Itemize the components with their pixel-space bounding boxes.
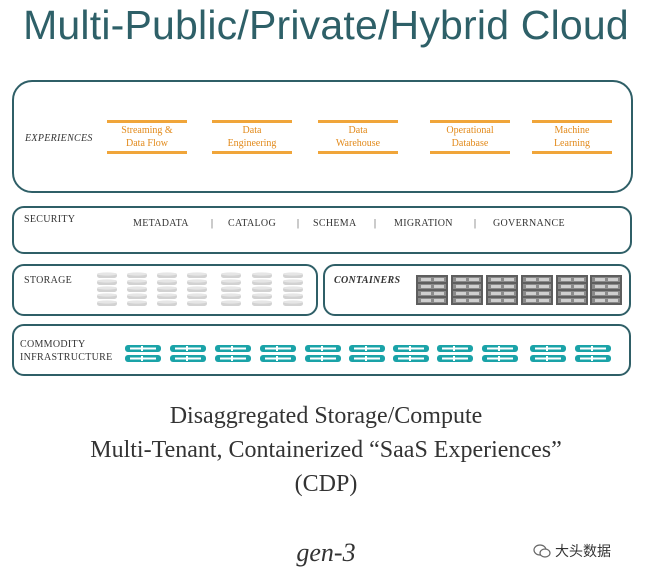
network-card-icon — [575, 345, 611, 362]
network-card-icon — [393, 345, 429, 362]
security-label: SECURITY — [24, 214, 76, 225]
separator: | — [297, 218, 300, 229]
commodity-label-line1: COMMODITY — [20, 339, 86, 350]
security-item: METADATA — [133, 218, 189, 229]
experience-bar-bottom — [107, 151, 187, 154]
disk-stack-icon — [283, 272, 303, 306]
network-card-icon — [305, 345, 341, 362]
commodity-label-line2: INFRASTRUCTURE — [20, 352, 113, 363]
disk-stack-icon — [252, 272, 272, 306]
experience-label: Streaming &Data Flow — [121, 125, 173, 149]
caption-line-1: Disaggregated Storage/Compute — [169, 403, 483, 429]
network-card-icon — [482, 345, 518, 362]
security-item: MIGRATION — [394, 218, 453, 229]
watermark: 大头数据 — [533, 541, 611, 561]
security-layer — [12, 206, 632, 254]
containers-label: CONTAINERS — [334, 275, 401, 286]
disk-stack-icon — [187, 272, 207, 306]
experience-bar-top — [107, 120, 187, 123]
experience-bar-top — [430, 120, 510, 123]
experiences-label: EXPERIENCES — [25, 133, 93, 144]
network-card-icon — [349, 345, 385, 362]
security-item: SCHEMA — [313, 218, 357, 229]
generation-label: gen-3 — [296, 538, 356, 567]
experience-item: Streaming &Data Flow — [107, 120, 187, 154]
caption-line-2: Multi-Tenant, Containerized “SaaS Experi… — [90, 437, 562, 463]
network-card-icon — [260, 345, 296, 362]
network-card-icon — [215, 345, 251, 362]
server-rack-icon — [486, 275, 518, 305]
security-item: GOVERNANCE — [493, 218, 565, 229]
server-rack-icon — [451, 275, 483, 305]
server-rack-icon — [521, 275, 553, 305]
separator: | — [211, 218, 214, 229]
disk-stack-icon — [157, 272, 177, 306]
storage-label: STORAGE — [24, 275, 73, 286]
experience-bar-top — [212, 120, 292, 123]
experience-bar-top — [318, 120, 398, 123]
network-card-icon — [530, 345, 566, 362]
security-item: CATALOG — [228, 218, 276, 229]
experience-bar-bottom — [430, 151, 510, 154]
disk-stack-icon — [127, 272, 147, 306]
disk-stack-icon — [221, 272, 241, 306]
disk-stack-icon — [97, 272, 117, 306]
server-rack-icon — [590, 275, 622, 305]
watermark-text: 大头数据 — [555, 544, 611, 560]
caption-line-3: (CDP) — [294, 471, 358, 497]
commodity-infrastructure-label: COMMODITY INFRASTRUCTURE — [20, 338, 113, 364]
wechat-icon — [533, 544, 551, 558]
separator: | — [474, 218, 477, 229]
network-card-icon — [437, 345, 473, 362]
network-card-icon — [170, 345, 206, 362]
experience-bar-bottom — [532, 151, 612, 154]
experience-bar-bottom — [318, 151, 398, 154]
network-card-icon — [125, 345, 161, 362]
server-rack-icon — [556, 275, 588, 305]
experiences-layer — [12, 80, 633, 193]
experience-bar-bottom — [212, 151, 292, 154]
separator: | — [374, 218, 377, 229]
experience-bar-top — [532, 120, 612, 123]
page-title: Multi-Public/Private/Hybrid Cloud — [23, 2, 629, 48]
server-rack-icon — [416, 275, 448, 305]
